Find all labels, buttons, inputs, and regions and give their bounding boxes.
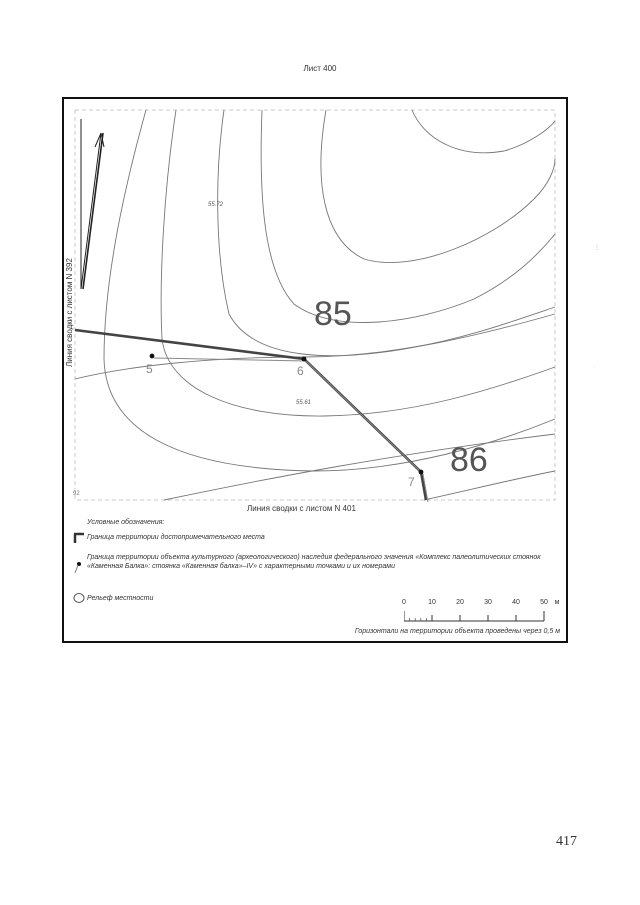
scale-unit: м (554, 599, 560, 606)
point-label-7: 7 (408, 475, 415, 489)
scale-tick-label: 40 (512, 599, 520, 606)
contour-line (163, 433, 556, 501)
point-label-6: 6 (297, 364, 304, 378)
legend-item-relief: Рельеф местности (87, 595, 154, 602)
heritage-boundary-symbol-icon (74, 562, 81, 574)
north-arrow-icon (80, 119, 105, 290)
point-label-5: 5 (146, 362, 153, 376)
scale-tick-label: 0 (402, 599, 406, 606)
contour-line (423, 470, 556, 501)
contour-line (320, 109, 556, 263)
margin-mark: ⋮ (594, 245, 600, 251)
contour-line (260, 109, 556, 323)
boundary-point-5 (149, 353, 155, 359)
relief-symbol-icon (73, 593, 85, 603)
contour-line (411, 109, 556, 154)
legend-item-landmark-boundary: Граница территории достопримечательного … (87, 534, 265, 541)
bottom-border-label: Линия сводки с листом N 401 (247, 504, 356, 513)
elevation-label: 55.72 (208, 202, 224, 208)
landmark-boundary-symbol-icon (73, 532, 84, 543)
scale-tick-label: 10 (428, 599, 436, 606)
elevation-label: 55.61 (296, 400, 311, 406)
contour-interval-note: Горизонтали на территории объекта провед… (354, 628, 560, 635)
map-area-boundary (74, 109, 556, 501)
contour-line (217, 109, 556, 357)
boundary-point-6 (301, 356, 307, 362)
corner-label: 92 (73, 491, 80, 497)
boundary-point-7 (418, 469, 424, 475)
scale-tick-label: 50 (540, 599, 548, 606)
margin-mark: · (594, 364, 596, 370)
legend-item-heritage-boundary: Граница территории объекта культурного (… (87, 554, 541, 570)
heritage-boundary-line (153, 357, 429, 503)
sheet-title: Лист 400 (303, 64, 337, 73)
map-canvas: 5 6 7 85 86 55.72 55.61 92 Линия сводки … (65, 109, 556, 513)
contour-lines (74, 109, 556, 501)
scale-ruler (404, 611, 545, 622)
block-number-86: 86 (450, 441, 488, 479)
legend-title: Условные обозначения: (87, 519, 165, 526)
contour-line (103, 109, 556, 472)
landmark-boundary-line (74, 328, 428, 501)
left-border-label: Линия сводки с листом N 392 (65, 258, 74, 367)
contour-line (160, 109, 556, 417)
page-number: 417 (556, 834, 577, 849)
map-frame: 5 6 7 85 86 55.72 55.61 92 Линия сводки … (62, 97, 568, 643)
scale-tick-label: 20 (456, 599, 464, 606)
scale-tick-label: 30 (484, 599, 492, 606)
block-number-85: 85 (314, 295, 352, 333)
